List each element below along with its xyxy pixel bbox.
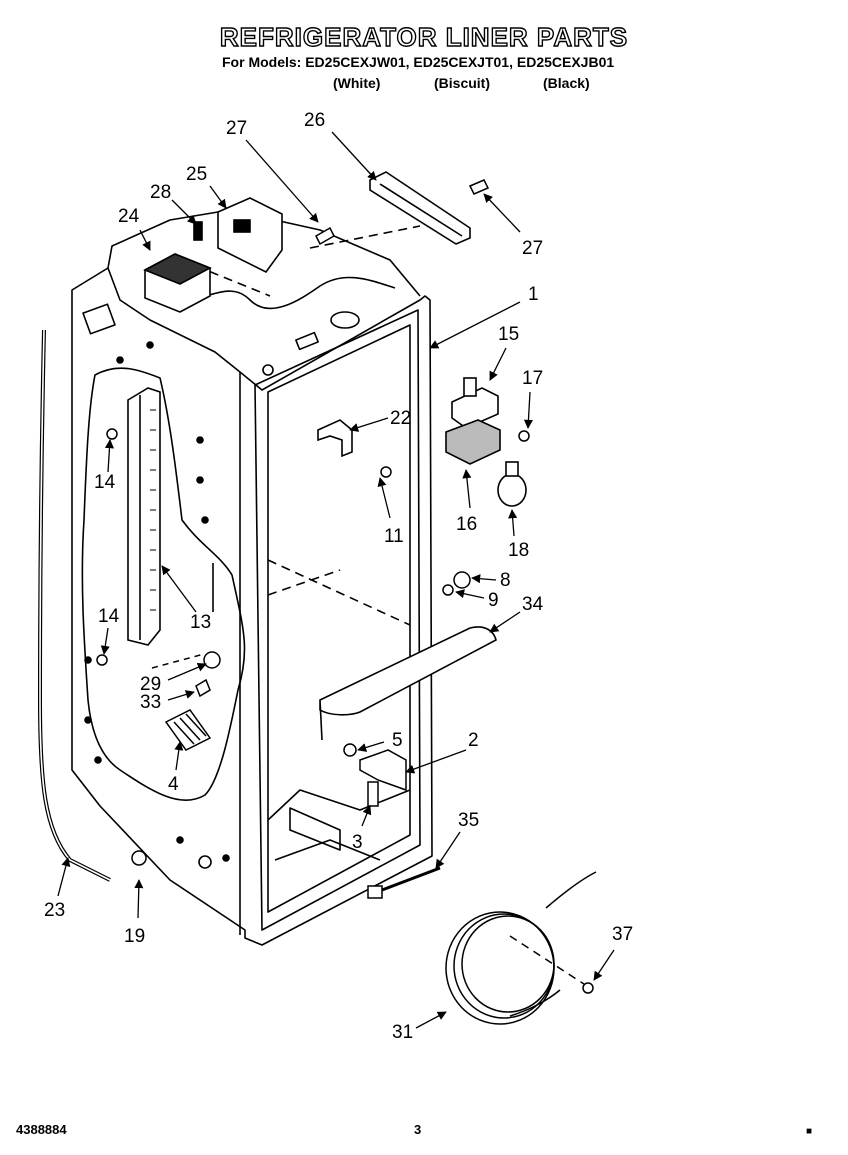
callout-4: 4 <box>168 774 179 795</box>
callout-26: 26 <box>304 110 325 131</box>
top-rail <box>369 171 471 245</box>
screws <box>96 179 594 994</box>
callout-35: 35 <box>458 810 479 831</box>
liner-cabinet <box>71 209 433 946</box>
callout-31: 31 <box>392 1022 413 1043</box>
finish-white: (White) <box>333 75 381 91</box>
callout-9: 9 <box>488 590 499 611</box>
finish-black: (Black) <box>543 75 590 91</box>
air-duct-assembly <box>143 197 283 313</box>
callout-14-upper: 14 <box>94 472 116 493</box>
callout-22: 22 <box>390 408 411 429</box>
callout-16: 16 <box>456 514 477 535</box>
callout-19: 19 <box>124 926 145 947</box>
callout-11: 11 <box>384 526 404 547</box>
vent-grille <box>164 709 212 751</box>
callout-3: 3 <box>352 832 363 853</box>
callout-13: 13 <box>190 612 211 633</box>
callout-14-lower: 14 <box>98 606 120 627</box>
callout-17: 17 <box>522 368 543 389</box>
callout-28: 28 <box>150 182 171 203</box>
corner-mark: ■ <box>806 1126 813 1137</box>
callout-18: 18 <box>508 540 529 561</box>
callout-25: 25 <box>186 164 207 185</box>
models-line: For Models: ED25CEXJW01, ED25CEXJT01, ED… <box>222 54 615 70</box>
hinge-parts <box>343 743 407 807</box>
callout-15: 15 <box>498 324 519 345</box>
callout-37: 37 <box>612 924 633 945</box>
callout-8: 8 <box>500 570 511 591</box>
callout-labels: 1 2 3 4 5 8 9 11 13 14 14 15 16 17 18 19… <box>44 110 633 1043</box>
callout-33: 33 <box>140 692 161 713</box>
finish-biscuit: (Biscuit) <box>434 75 490 91</box>
page-number: 3 <box>414 1122 422 1137</box>
water-line-coil <box>445 871 597 1025</box>
callout-23: 23 <box>44 900 65 921</box>
callout-5: 5 <box>392 730 403 751</box>
bracket <box>317 419 353 458</box>
door-stop <box>442 571 471 596</box>
callout-2: 2 <box>468 730 479 751</box>
gasket-tube <box>37 329 111 882</box>
callout-34: 34 <box>522 594 544 615</box>
cable-tie <box>367 866 441 899</box>
leader-lines <box>57 131 615 1029</box>
light-housing <box>445 377 527 507</box>
callout-1: 1 <box>528 284 539 305</box>
callout-24: 24 <box>118 206 140 227</box>
callout-27-right: 27 <box>522 238 543 259</box>
clip-parts <box>151 651 221 698</box>
callout-27-top: 27 <box>226 118 247 139</box>
crisper-cover <box>319 626 497 741</box>
vertical-rail <box>127 387 161 646</box>
document-number: 4388884 <box>16 1122 67 1137</box>
callout-29: 29 <box>140 674 161 695</box>
page-title: REFRIGERATOR LINER PARTS <box>219 21 629 52</box>
